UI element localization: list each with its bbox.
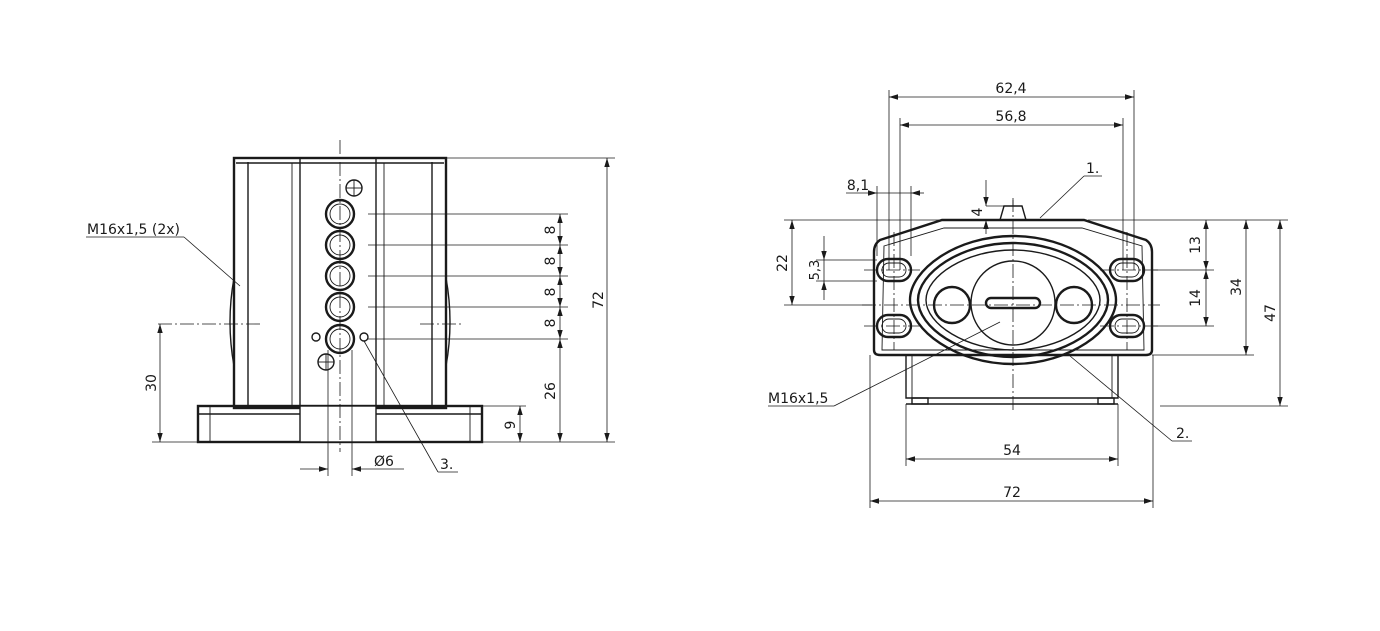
dim-width-inner: 56,8 [899, 109, 1124, 270]
thread-callout-front: M16x1,5 [768, 321, 1001, 407]
dim-34: 34 [1152, 219, 1254, 356]
dim-total-height: 72 [446, 157, 615, 443]
dim-pitch-3: 8 [543, 288, 559, 297]
front-view: 62,4 56,8 8,1 4 1. [768, 81, 1288, 508]
callout-3-label: 3. [440, 457, 453, 473]
dim-54: 54 [905, 404, 1119, 466]
dim-width-outer-label: 62,4 [995, 81, 1026, 97]
dim-diameter: Ø6 [300, 350, 404, 476]
thread-label-side: M16x1,5 (2x) [87, 222, 180, 238]
dim-47-label: 47 [1263, 304, 1279, 322]
thread-label-front: M16x1,5 [768, 391, 828, 407]
dim-diameter-label: Ø6 [374, 454, 394, 470]
callout-1-label: 1. [1086, 161, 1099, 177]
dim-base-label: 9 [503, 421, 519, 430]
dim-13-14: 13 14 [1088, 219, 1214, 327]
dim-slot: 8,1 [846, 178, 924, 256]
callout-1: 1. [1039, 161, 1102, 219]
dim-bottom-to-led: 26 [543, 382, 559, 400]
dim-72-label: 72 [1003, 485, 1021, 501]
dim-pitch-1: 8 [543, 226, 559, 235]
dim-22-label: 22 [775, 254, 791, 272]
dim-pitch-4: 8 [543, 319, 559, 328]
dim-pitch-2: 8 [543, 257, 559, 266]
dim-slot-label: 8,1 [847, 178, 869, 194]
dim-14-label: 14 [1188, 289, 1204, 307]
dim-72: 72 [869, 355, 1154, 508]
dim-22: 22 [775, 219, 942, 306]
dim-width-outer: 62,4 [888, 81, 1135, 270]
callout-3: 3. [363, 340, 458, 473]
dim-led-pitch: 8 8 8 8 26 [368, 213, 568, 442]
dim-tab: 4 [970, 180, 1004, 234]
callout-2: 2. [1069, 355, 1192, 442]
side-view: 72 8 8 8 8 26 9 [86, 140, 615, 476]
dim-47: 47 [1160, 219, 1288, 407]
dim-tab-label: 4 [970, 207, 986, 216]
dim-54-label: 54 [1003, 443, 1021, 459]
dim-5-3-label: 5,3 [808, 260, 823, 281]
callout-2-label: 2. [1176, 426, 1189, 442]
dim-width-inner-label: 56,8 [995, 109, 1026, 125]
thread-callout-side: M16x1,5 (2x) [86, 222, 241, 287]
dim-13-label: 13 [1188, 236, 1204, 254]
dim-base: 9 [482, 405, 526, 442]
dim-total-height-label: 72 [591, 291, 607, 309]
dim-5-3: 5,3 [808, 236, 877, 300]
dim-34-label: 34 [1229, 278, 1245, 296]
dim-thread-height-label: 30 [144, 374, 160, 392]
dim-thread-height: 30 [144, 324, 198, 443]
